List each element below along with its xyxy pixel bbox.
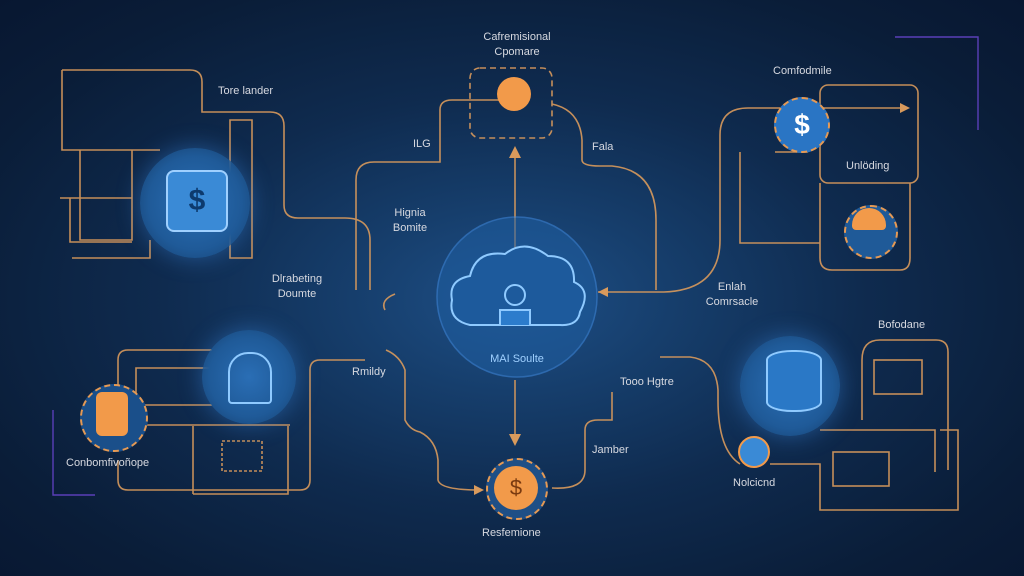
coin-icon: $ — [494, 466, 538, 510]
label-line: Cafremisional — [483, 31, 551, 43]
label-ilg: ILG — [413, 138, 431, 150]
label-center-cloud: MAI Soulte — [490, 353, 544, 365]
label-line: Comrsacle — [705, 296, 759, 308]
label-line: Bomite — [392, 222, 428, 234]
label-unloding: Unlöding — [846, 160, 890, 172]
label-line: Doumte — [277, 288, 317, 300]
label-tooo-hgtre: Tooo Hgtre — [620, 376, 674, 388]
database-icon — [766, 350, 822, 412]
label-jamber: Jamber — [592, 444, 629, 456]
user-node[interactable] — [202, 330, 296, 424]
dollar-coin-node[interactable] — [774, 97, 830, 153]
label-line: Enlah — [717, 281, 747, 293]
label-line: Hignia — [394, 207, 426, 219]
user-icon — [228, 352, 272, 404]
label-tore-lander: Tore lander — [218, 85, 274, 97]
globe-icon — [852, 208, 886, 230]
label-conbom: Conbomfivoñope — [66, 457, 150, 469]
label-resfemione: Resfemione — [482, 527, 541, 539]
label-nolcicnd: Nolcicnd — [733, 477, 776, 489]
dollar-icon: $ — [794, 109, 810, 140]
label-fala: Fala — [592, 141, 614, 153]
dollar-shield-icon: $ — [166, 170, 228, 232]
top-orange-node[interactable] — [497, 77, 531, 111]
label-line: Cpomare — [494, 46, 540, 58]
label-line: Dlrabeting — [271, 273, 323, 285]
server-icon — [738, 436, 770, 468]
label-rmildy: Rmildy — [352, 366, 386, 378]
label-bofodane: Bofodane — [878, 319, 926, 331]
label-comfodmile: Comfodmile — [773, 65, 832, 77]
document-icon — [96, 392, 128, 436]
